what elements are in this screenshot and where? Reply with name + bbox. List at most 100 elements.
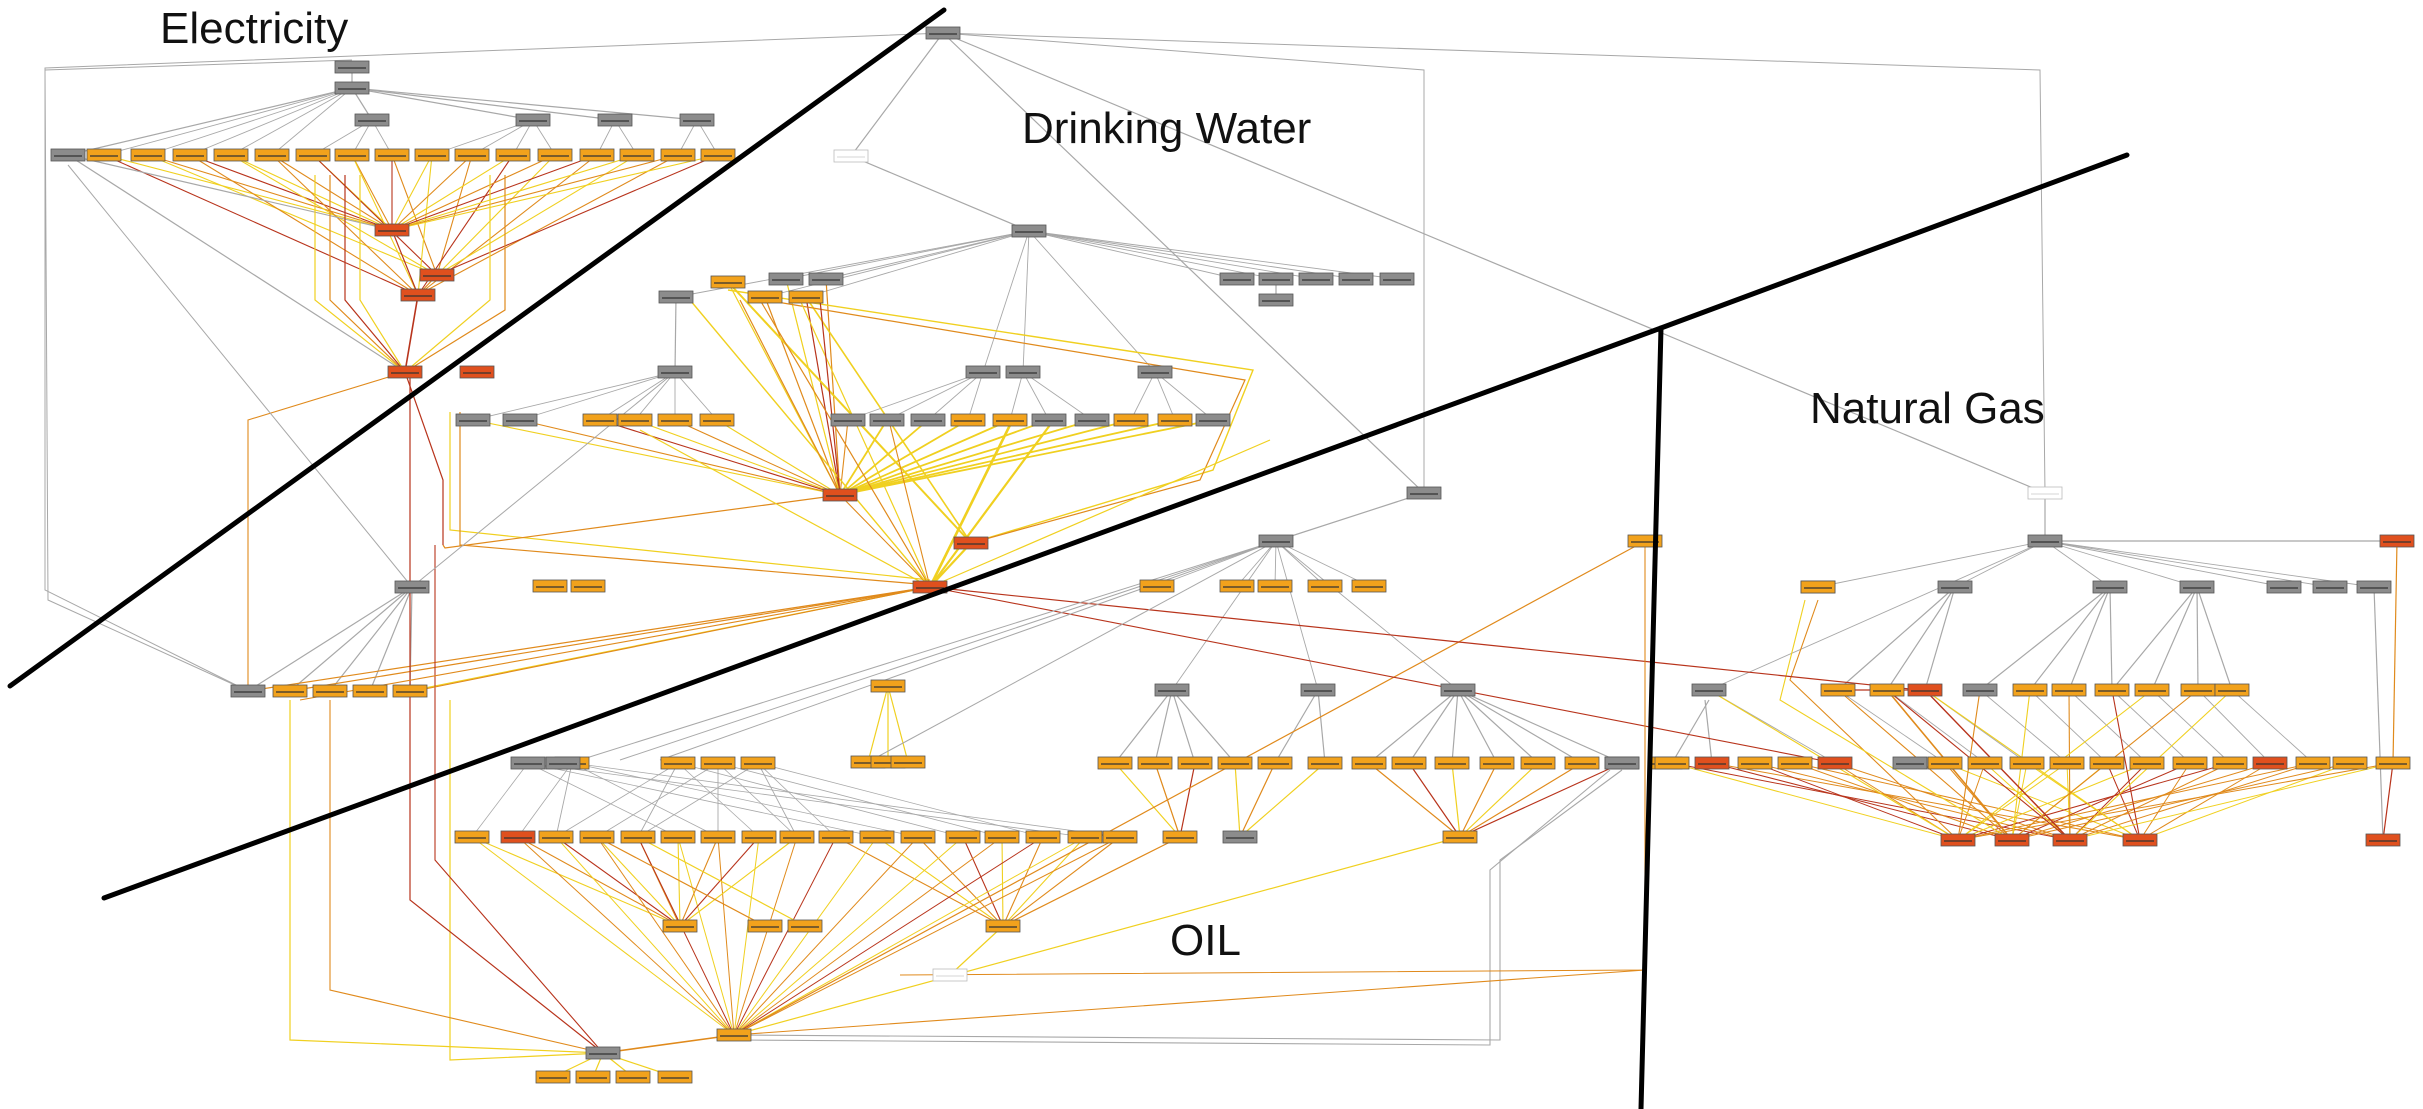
- dependency-edge: [103, 154, 393, 231]
- graph-node: [575, 1070, 611, 1084]
- graph-node: [1694, 756, 1730, 770]
- dependency-edge: [2069, 762, 2314, 841]
- dependency-edge: [1671, 699, 1710, 764]
- dependency-edge: [271, 154, 393, 231]
- graph-node: [2212, 756, 2248, 770]
- dependency-edge: [889, 424, 931, 588]
- dependency-edge: [887, 685, 909, 763]
- graph-node: [1258, 293, 1294, 307]
- graph-node: [1307, 756, 1343, 770]
- graph-node: [1257, 756, 1293, 770]
- dependency-edge: [2044, 540, 2331, 588]
- graph-node: [86, 148, 122, 162]
- dependency-edge: [103, 154, 419, 296]
- dependency-edge: [1239, 762, 1326, 838]
- graph-node: [716, 1028, 752, 1042]
- graph-node: [374, 148, 410, 162]
- graph-node: [1967, 756, 2003, 770]
- graph-node: [495, 148, 531, 162]
- dependency-edge: [299, 586, 931, 701]
- dependency-edge: [733, 836, 798, 1036]
- dependency-edge: [404, 175, 491, 373]
- dependency-edge: [867, 540, 1277, 763]
- graph-node: [295, 148, 331, 162]
- graph-node: [254, 148, 290, 162]
- graph-node: [459, 365, 495, 379]
- graph-node: [352, 684, 388, 698]
- graph-node: [1257, 579, 1293, 593]
- dependency-edge: [247, 371, 406, 691]
- dependency-edge: [2111, 689, 2141, 841]
- graph-node: [1025, 830, 1061, 844]
- dependency-edge: [1022, 371, 1050, 421]
- dependency-edge: [1408, 762, 1461, 838]
- dependency-edge: [67, 164, 413, 588]
- graph-node: [700, 756, 736, 770]
- dependency-edge: [2197, 689, 2271, 764]
- graph-node: [1691, 683, 1727, 697]
- graph-node: [1338, 272, 1374, 286]
- graph-node: [1222, 830, 1258, 844]
- dependency-edge: [1459, 762, 1623, 838]
- dependency-edge: [1408, 689, 1459, 764]
- dependency-edge: [2106, 762, 2141, 841]
- dependency-edge: [247, 586, 931, 692]
- dependency-edge: [67, 87, 353, 156]
- graph-node: [741, 830, 777, 844]
- dependency-edge: [2044, 540, 2285, 588]
- graph-node: [985, 919, 1021, 933]
- dependency-edge: [147, 154, 438, 276]
- dependency-edge: [876, 836, 1004, 927]
- dependency-edge: [733, 836, 837, 1036]
- dependency-edge: [1368, 689, 1459, 764]
- graph-node: [2172, 756, 2208, 770]
- graph-node: [130, 148, 166, 162]
- dependency-edge: [2068, 586, 2111, 691]
- dependency-edge: [929, 439, 1271, 588]
- graph-node: [1195, 413, 1231, 427]
- graph-node: [620, 830, 656, 844]
- graph-node: [822, 488, 858, 502]
- dependency-edge: [147, 87, 353, 156]
- dependency-edge: [67, 154, 393, 231]
- graph-node: [570, 579, 606, 593]
- dependency-edge: [517, 836, 681, 927]
- graph-node: [1137, 365, 1173, 379]
- dependency-edge: [637, 836, 735, 1036]
- graph-node: [1217, 756, 1253, 770]
- graph-node: [334, 60, 370, 74]
- dependency-edge: [1457, 689, 1539, 764]
- dependency-edge: [1704, 699, 1713, 764]
- graph-node: [992, 413, 1028, 427]
- dependency-edge: [436, 154, 719, 276]
- graph-node: [2129, 756, 2165, 770]
- dependency-edge: [599, 419, 841, 496]
- dependency-edge: [1028, 230, 1398, 280]
- graph-node: [535, 1070, 571, 1084]
- graph-node: [2094, 683, 2130, 697]
- dependency-edge: [599, 371, 676, 421]
- graph-node: [2214, 683, 2250, 697]
- dependency-edge: [850, 155, 1030, 232]
- graph-node: [900, 830, 936, 844]
- graph-node: [2379, 534, 2415, 548]
- dependency-edge: [839, 419, 849, 496]
- graph-node: [1219, 579, 1255, 593]
- graph-node: [537, 148, 573, 162]
- dependency-edge: [1002, 836, 1044, 927]
- graph-node: [1940, 833, 1976, 847]
- graph-node: [833, 149, 869, 163]
- dependency-edge: [314, 175, 406, 373]
- dependency-edge: [1886, 689, 1986, 764]
- dependency-edge: [147, 154, 393, 231]
- dependency-edge: [517, 836, 735, 1036]
- dependency-edge: [329, 700, 604, 1054]
- dependency-edge: [1171, 540, 1277, 691]
- dependency-edge: [942, 32, 1425, 494]
- graph-node: [392, 684, 428, 698]
- dependency-edge: [757, 762, 798, 838]
- dependency-edge: [674, 371, 718, 421]
- dependency-edge: [449, 700, 604, 1061]
- dependency-edge: [2382, 762, 2394, 841]
